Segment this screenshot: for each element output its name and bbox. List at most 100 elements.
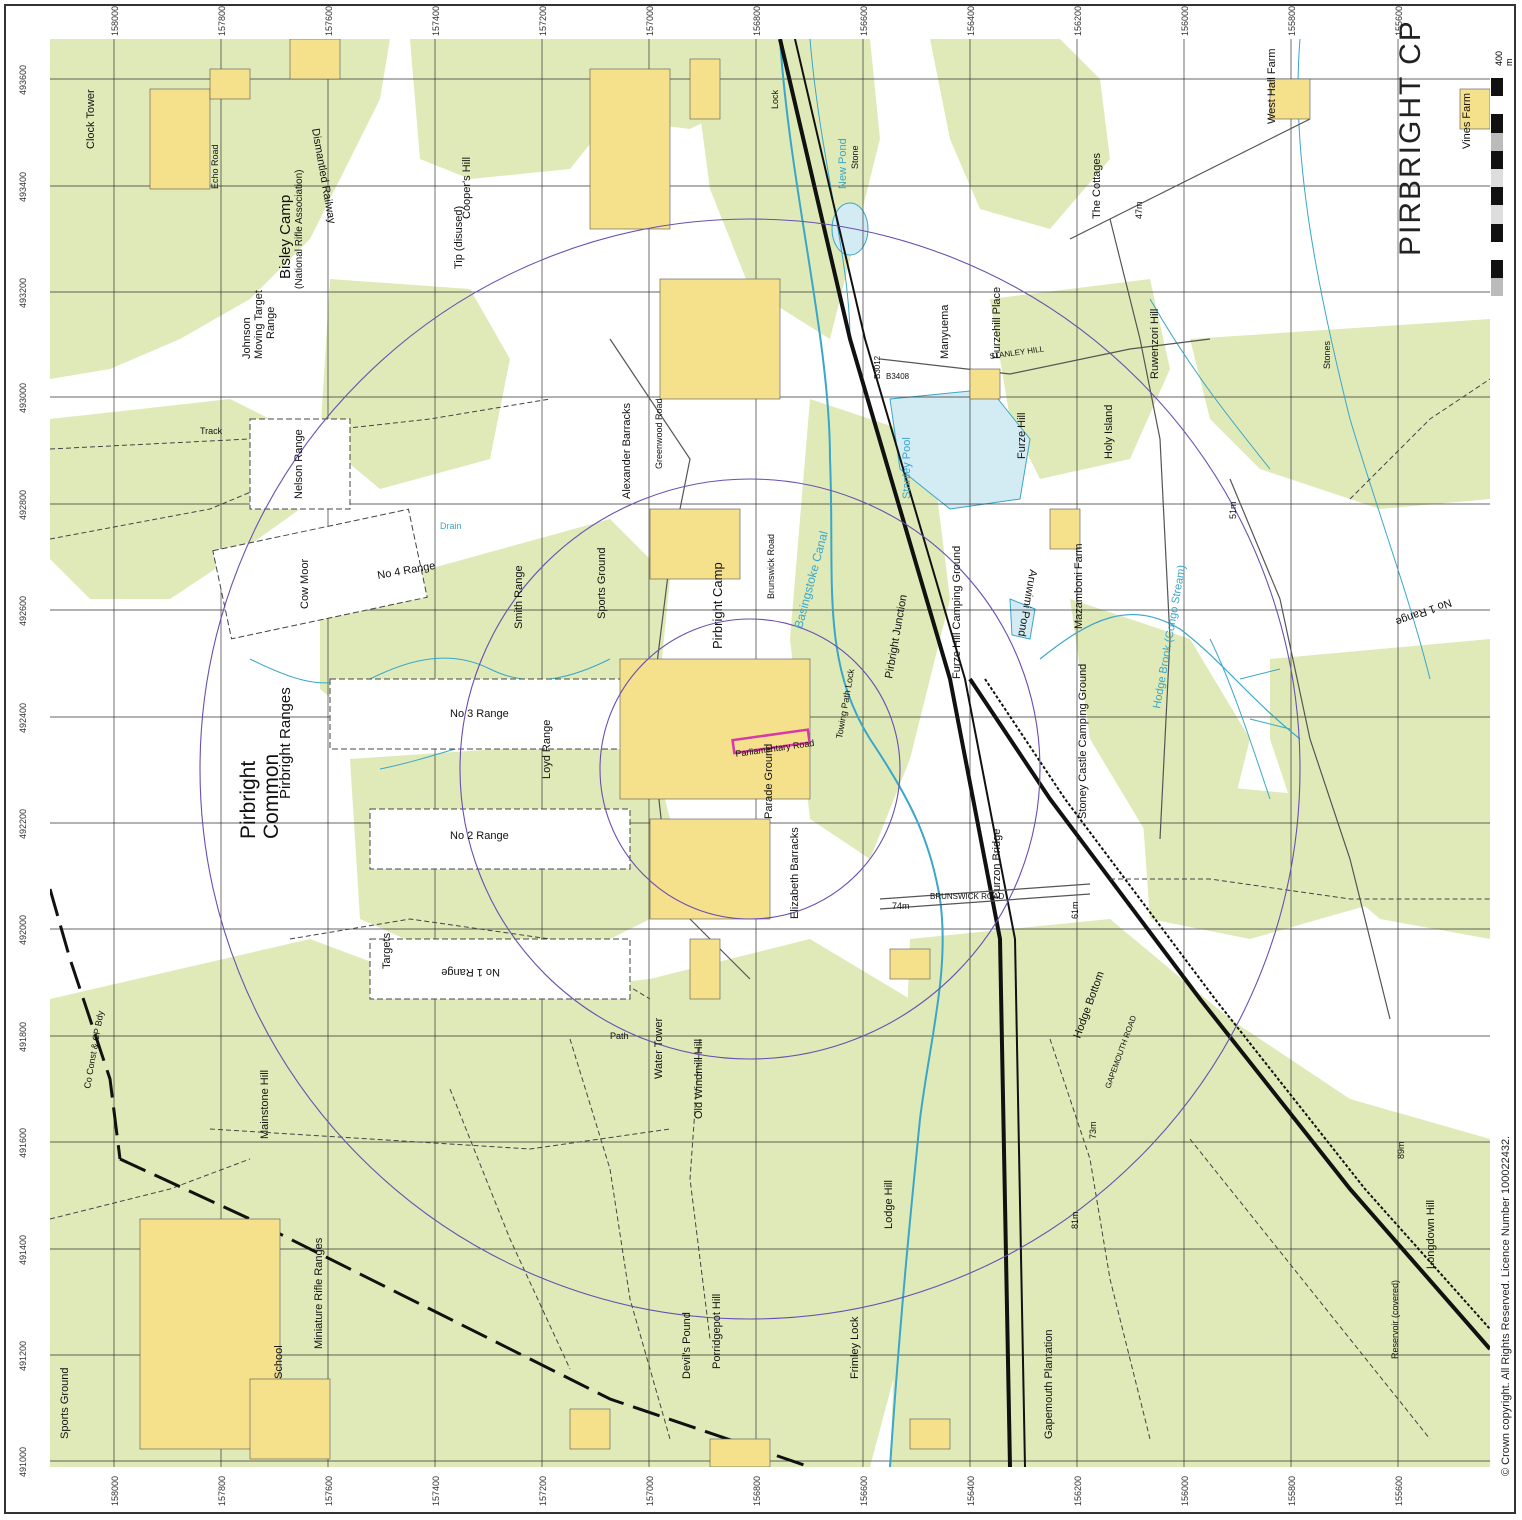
label-miniature-rifle-ranges: Miniature Rifle Ranges [313, 1237, 325, 1349]
easting-label-bottom: 157400 [431, 1475, 441, 1506]
easting-label-top: 157400 [431, 5, 441, 36]
easting-label-bottom: 157000 [645, 1475, 655, 1506]
label-range: Range [265, 307, 277, 339]
label-loyd-range: Loyd Range [541, 720, 553, 779]
label-gapemouth-plantation: Gapemouth Plantation [1043, 1330, 1055, 1439]
easting-label-bottom: 157800 [217, 1475, 227, 1506]
label-path: Path [610, 1031, 629, 1041]
easting-label-bottom: 156400 [966, 1475, 976, 1506]
northing-label: 492000 [18, 914, 28, 945]
scale-segment [1491, 132, 1503, 151]
water-bodies [831, 202, 1036, 640]
label-mainstone-hill: Mainstone Hill [259, 1070, 271, 1139]
label-new-pond: New Pond [837, 138, 849, 189]
easting-label-bottom: 155600 [1394, 1475, 1404, 1506]
parish-name: PIRBRIGHT CP [1394, 19, 1427, 256]
label-brunswick-road: Brunswick Road [766, 534, 776, 599]
easting-label-top: 158000 [110, 5, 120, 36]
northing-label: 493200 [18, 277, 28, 308]
label-furze-hill: Furze Hill [1016, 413, 1028, 459]
label-lodge-hill: Lodge Hill [883, 1180, 895, 1229]
label-longdown-hill: Longdown Hill [1425, 1200, 1437, 1269]
northing-label: 493600 [18, 64, 28, 95]
label-furzehill-place: Furzehill Place [991, 287, 1003, 359]
label-johnson: Johnson [241, 317, 253, 359]
label-nelson-range: Nelson Range [293, 429, 305, 499]
easting-label-bottom: 158000 [110, 1475, 120, 1506]
label-track: Track [200, 426, 223, 436]
label-brunswick-road-caps: BRUNSWICK ROAD [930, 892, 1004, 901]
label-tip: Tip (disused) [453, 206, 465, 269]
railway [778, 39, 1490, 1467]
radius-rings [199, 218, 1301, 1320]
easting-label-top: 156600 [859, 5, 869, 36]
label-greenwood-road: Greenwood Road [654, 398, 664, 469]
label-vines-farm: Vines Farm [1461, 93, 1473, 149]
map-canvas[interactable]: Pirbright Common Pirbright Ranges Bisley… [50, 39, 1490, 1467]
label-sports-ground: Sports Ground [596, 547, 608, 619]
easting-label-top: 157000 [645, 5, 655, 36]
scale-segment [1491, 168, 1503, 188]
label-elizabeth-barracks: Elizabeth Barracks [789, 827, 801, 919]
label-bisley-camp: Bisley Camp [277, 195, 294, 279]
label-47m: 47m [1134, 201, 1144, 219]
northing-label: 491600 [18, 1127, 28, 1158]
label-74m: 74m [892, 901, 910, 911]
map-frame: Pirbright Common Pirbright Ranges Bisley… [4, 4, 1516, 1514]
scale-segment [1491, 150, 1503, 169]
label-b3408: B3408 [886, 372, 910, 381]
label-stoney-castle: Stoney Castle Camping Ground [1077, 664, 1089, 819]
northing-label: 493400 [18, 171, 28, 202]
label-51m: 51m [1228, 501, 1238, 519]
label-pirbright-camp: Pirbright Camp [710, 562, 725, 649]
label-stanley-pool: Stanley Pool [901, 437, 913, 499]
easting-label-bottom: 155800 [1287, 1475, 1297, 1506]
label-61m: 61m [1070, 901, 1080, 919]
easting-label-top: 156400 [966, 5, 976, 36]
label-curzon-bridge: Curzon Bridge [991, 829, 1003, 899]
label-clock-tower: Clock Tower [85, 89, 97, 149]
label-89m: 89m [1396, 1141, 1406, 1159]
label-pirbright-ranges: Pirbright Ranges [277, 687, 294, 799]
label-no1-range: No 1 Range [441, 966, 500, 978]
scale-label: 400 m [1494, 50, 1514, 66]
label-stone: Stone [850, 145, 860, 169]
label-porridgepot-hill: Porridgepot Hill [711, 1294, 723, 1369]
label-parade-ground: Parade Ground [763, 744, 775, 819]
scale-bar [1491, 78, 1503, 297]
label-frimley-lock: Frimley Lock [849, 1316, 861, 1379]
scale-segment [1491, 241, 1503, 260]
firing-ranges [212, 418, 651, 1000]
scale-segment [1491, 114, 1503, 133]
label-sports-ground-sw: Sports Ground [59, 1367, 71, 1439]
label-manyuema: Manyuema [939, 304, 951, 359]
scale-segment [1491, 278, 1503, 297]
county-boundary [50, 888, 811, 1467]
highlighted-parliamentary-road[interactable] [731, 728, 812, 755]
easting-label-bottom: 156200 [1073, 1475, 1083, 1506]
easting-label-bottom: 156600 [859, 1475, 869, 1506]
label-cow-moor: Cow Moor [299, 559, 311, 609]
label-alexander-barracks: Alexander Barracks [621, 403, 633, 499]
easting-label-bottom: 156800 [752, 1475, 762, 1506]
easting-label-top: 156800 [752, 5, 762, 36]
scale-segment [1491, 259, 1503, 279]
scale-segment [1491, 205, 1503, 224]
easting-label-top: 157600 [324, 5, 334, 36]
label-echo-road: Echo Road [210, 144, 220, 189]
label-81m: 81m [1070, 1211, 1080, 1229]
label-smith-range: Smith Range [513, 565, 525, 629]
label-stones: Stones [1322, 340, 1332, 369]
northing-label: 492600 [18, 595, 28, 626]
buildings [139, 39, 1490, 1467]
northing-label: 491800 [18, 1021, 28, 1052]
label-nra: (National Rifle Association) [294, 170, 305, 290]
label-water-tower: Water Tower [653, 1018, 665, 1079]
easting-label-bottom: 156000 [1180, 1475, 1190, 1506]
northing-label: 492400 [18, 702, 28, 733]
scale-segment [1491, 96, 1503, 115]
label-lock: Lock [770, 89, 780, 109]
northing-label: 492800 [18, 489, 28, 520]
copyright-notice: © Crown copyright. All Rights Reserved. … [1500, 1135, 1512, 1476]
label-holy-island: Holy Island [1103, 405, 1115, 459]
